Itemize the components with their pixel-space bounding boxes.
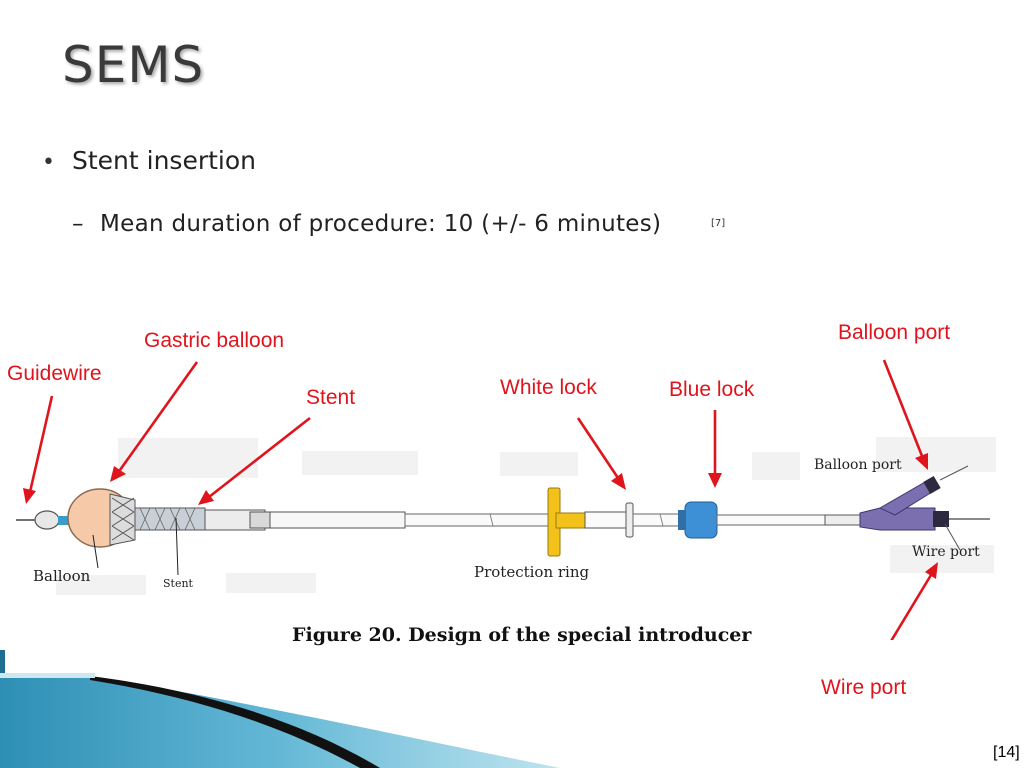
annotation-stent: Stent [306,386,356,409]
label-wire-port-small: Wire port [912,544,980,560]
bullet-marker: • [42,150,55,175]
sub-bullet-reference: [7] [711,218,726,229]
slide-title: SEMS [62,36,205,94]
figure-caption: Figure 20. Design of the special introdu… [292,624,752,646]
slide-citation: [14] [993,744,1020,761]
label-protection-ring: Protection ring [474,563,590,581]
annotation-gastric-balloon: Gastric balloon [144,329,285,352]
sub-bullet-marker: – [72,211,84,237]
annotation-white-lock: White lock [500,376,597,399]
annotation-wire-port: Wire port [821,676,907,699]
annotation-balloon-port: Balloon port [838,321,951,344]
footer-decoration [0,650,560,768]
label-balloon: Balloon [33,567,91,585]
annotation-blue-lock: Blue lock [669,378,755,401]
bullet-text: Stent insertion [72,146,257,175]
introducer-figure [16,359,996,640]
label-stent-small: Stent [163,577,193,590]
sub-bullet-text: Mean duration of procedure: 10 (+/- 6 mi… [100,211,662,237]
label-balloon-port-small: Balloon port [814,457,902,473]
annotation-guidewire: Guidewire [7,362,102,385]
